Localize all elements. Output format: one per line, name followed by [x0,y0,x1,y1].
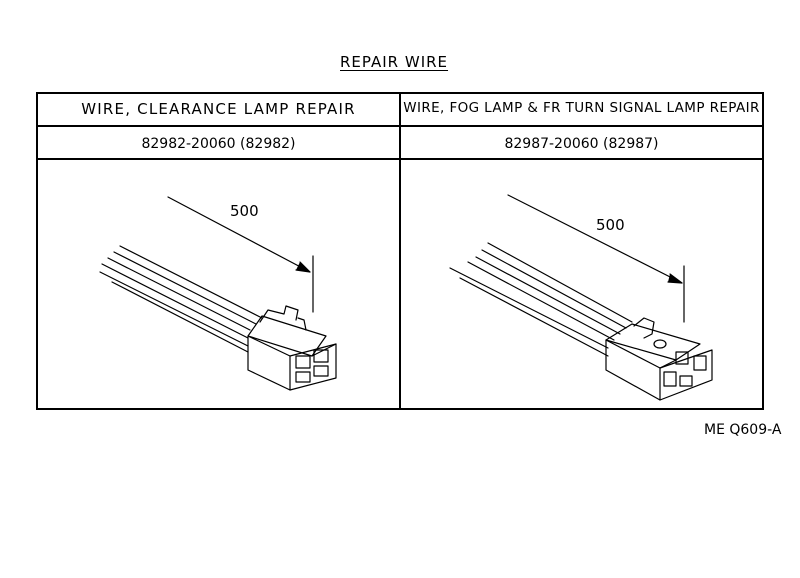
connector-left [247,305,337,391]
connector-right [605,317,713,401]
header-fog-lamp: WIRE, FOG LAMP & FR TURN SIGNAL LAMP REP… [403,100,760,116]
wire-bundle-right [449,242,633,357]
dimension-label-right: 500 [596,216,625,234]
header-row-divider [36,125,764,127]
part-number-clearance-lamp: 82982-20060 (82982) [141,136,296,152]
part-number-fog-lamp: 82987-20060 (82987) [504,136,659,152]
figure-reference-code: ME Q609-A [704,422,782,438]
part-number-row-divider [36,158,764,160]
dimension-line-left [167,196,314,313]
dimension-label-left: 500 [230,202,259,220]
dimension-line-right [507,194,685,323]
header-clearance-lamp: WIRE, CLEARANCE LAMP REPAIR [81,100,356,118]
diagram-title: REPAIR WIRE [340,53,449,71]
wire-bundle-left [99,245,263,353]
column-divider [399,92,401,410]
